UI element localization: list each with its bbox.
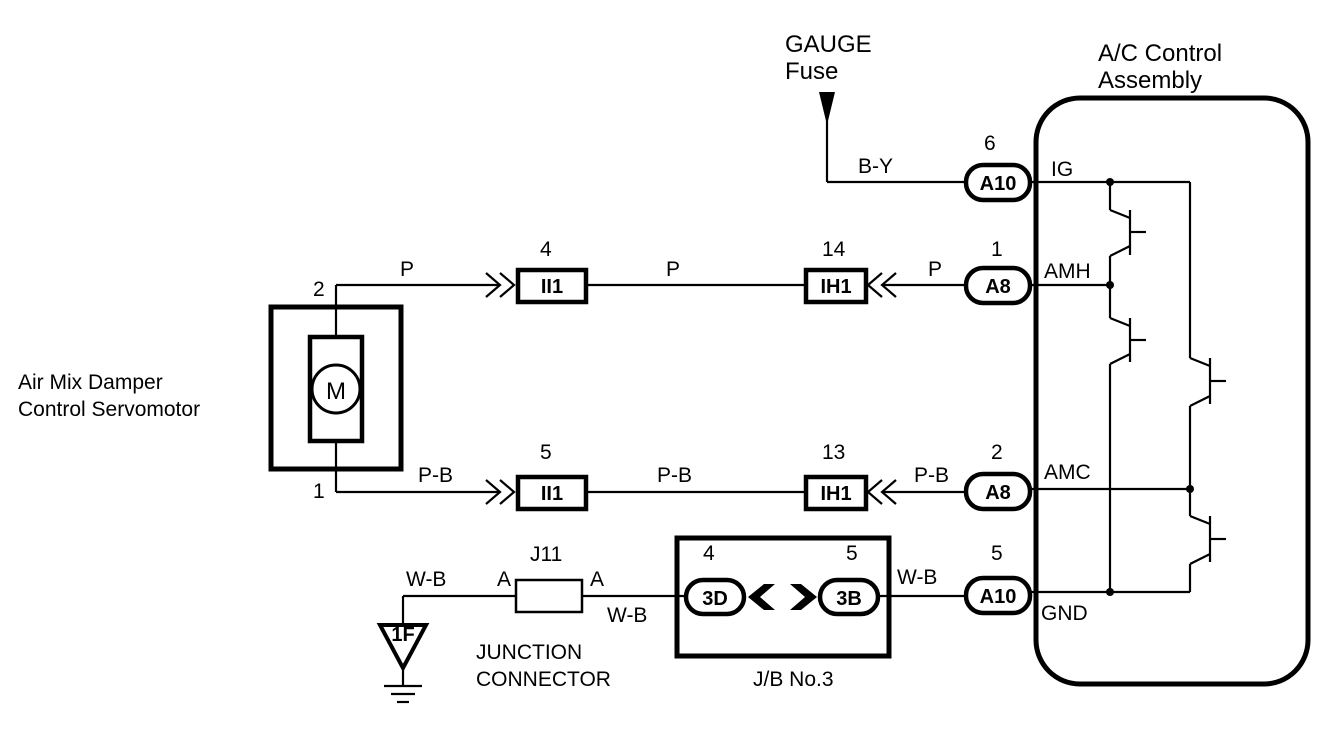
terminal-gnd-label: GND [1041,602,1088,625]
connector-a10-gnd [963,575,1033,616]
connector-ih1-bottom [803,474,869,512]
wire-pb-label-3: P-B [914,464,949,487]
connector-3d [683,577,747,617]
pin-ih1-13: 13 [822,441,845,464]
wire-p-label-1: P [400,258,414,281]
wire-wb-label-1: W-B [406,568,446,591]
jb-right-arrow-icon [790,584,817,610]
connector-ih1-top [803,267,869,305]
connector-3b-label: 3B [836,588,862,610]
wire-pb-label-1: P-B [418,464,453,487]
connector-a8-amc-label: A8 [985,482,1011,504]
pin-a8-amc: 2 [991,441,1003,464]
jb-left-arrow-icon [748,584,775,610]
wire-p-label-2: P [666,258,680,281]
connector-a8-amc [963,471,1033,512]
connector-a8-amh-label: A8 [985,276,1011,298]
pin-3d-4: 4 [703,542,715,565]
connector-j11 [514,578,584,614]
connector-a8-amh [963,265,1033,306]
jb-label: J/B No.3 [753,668,834,691]
gauge-label: GAUGE [785,31,872,58]
connector-3d-label: 3D [702,588,728,610]
connector-a10-ig-label: A10 [980,173,1017,195]
terminal-amh-label: AMH [1044,260,1091,283]
ac-title-line2: Assembly [1098,67,1202,94]
pin-ii1-4: 4 [540,238,552,261]
connector-ii1-top-label: II1 [541,276,563,298]
motor-label: M [326,378,346,405]
ground-point-icon [376,623,430,673]
wire-pb-label-2: P-B [657,464,692,487]
pin-j11-a-left: A [497,568,511,591]
pin-a10-gnd: 5 [991,542,1003,565]
wire-wb-label-2: W-B [607,604,647,627]
servo-label-line2: Control Servomotor [18,398,200,421]
junction-connector-line2: CONNECTOR [476,668,611,691]
terminal-ig-label: IG [1051,158,1073,181]
ac-internal-circuit [1031,178,1226,596]
ac-title-line1: A/C Control [1098,40,1222,67]
wire-p-label-3: P [928,258,942,281]
connector-ih1-bottom-label: IH1 [820,483,851,505]
pin-a10-ig: 6 [984,132,996,155]
pin-ih1-14: 14 [822,238,846,261]
wire-by-label: B-Y [858,155,893,178]
connector-ii1-bottom-label: II1 [541,483,563,505]
junction-connector-line1: JUNCTION [476,641,582,664]
connector-ih1-top-label: IH1 [820,276,851,298]
pin-servo-1: 1 [313,480,325,503]
pin-3b-5: 5 [846,542,858,565]
ground-point-label: 1F [391,624,414,646]
pin-servo-2: 2 [313,278,325,301]
connector-j11-label: J11 [530,543,562,566]
ac-control-assembly-box [1033,95,1311,687]
terminal-amc-label: AMC [1044,461,1091,484]
motor-icon [310,363,362,415]
fuse-label: Fuse [785,58,838,85]
pin-ii1-5: 5 [540,441,552,464]
wire-wb-label-3: W-B [897,566,937,589]
servo-label-line1: Air Mix Damper [18,371,163,394]
connector-a10-gnd-label: A10 [980,586,1017,608]
pin-j11-a-right: A [590,568,604,591]
pin-a8-amh: 1 [991,238,1003,261]
connector-a10-ig [963,162,1033,203]
